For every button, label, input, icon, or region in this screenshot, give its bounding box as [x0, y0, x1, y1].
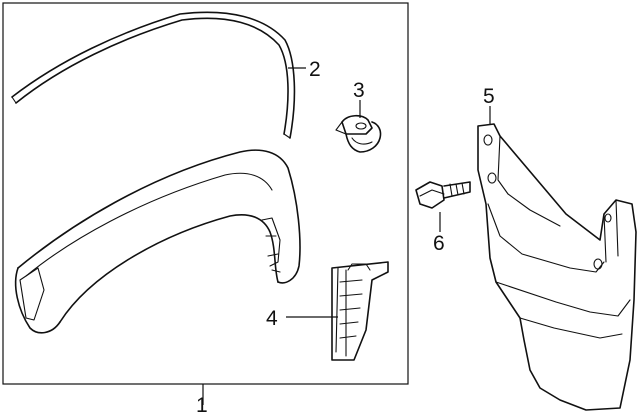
assembly-frame [2, 2, 409, 385]
callout-2: 2 [309, 58, 321, 81]
molding-strip-part [11, 11, 296, 139]
callout-5: 5 [483, 85, 495, 108]
push-clip-part [335, 114, 382, 153]
fender-flare-part [14, 149, 301, 334]
callout-6: 6 [433, 232, 445, 255]
callout-3: 3 [353, 79, 365, 102]
mud-flap-part [477, 123, 637, 411]
callout-1: 1 [196, 394, 208, 416]
mounting-bracket-part [331, 261, 389, 361]
bolt-part [415, 181, 471, 209]
callout-4: 4 [266, 307, 278, 330]
